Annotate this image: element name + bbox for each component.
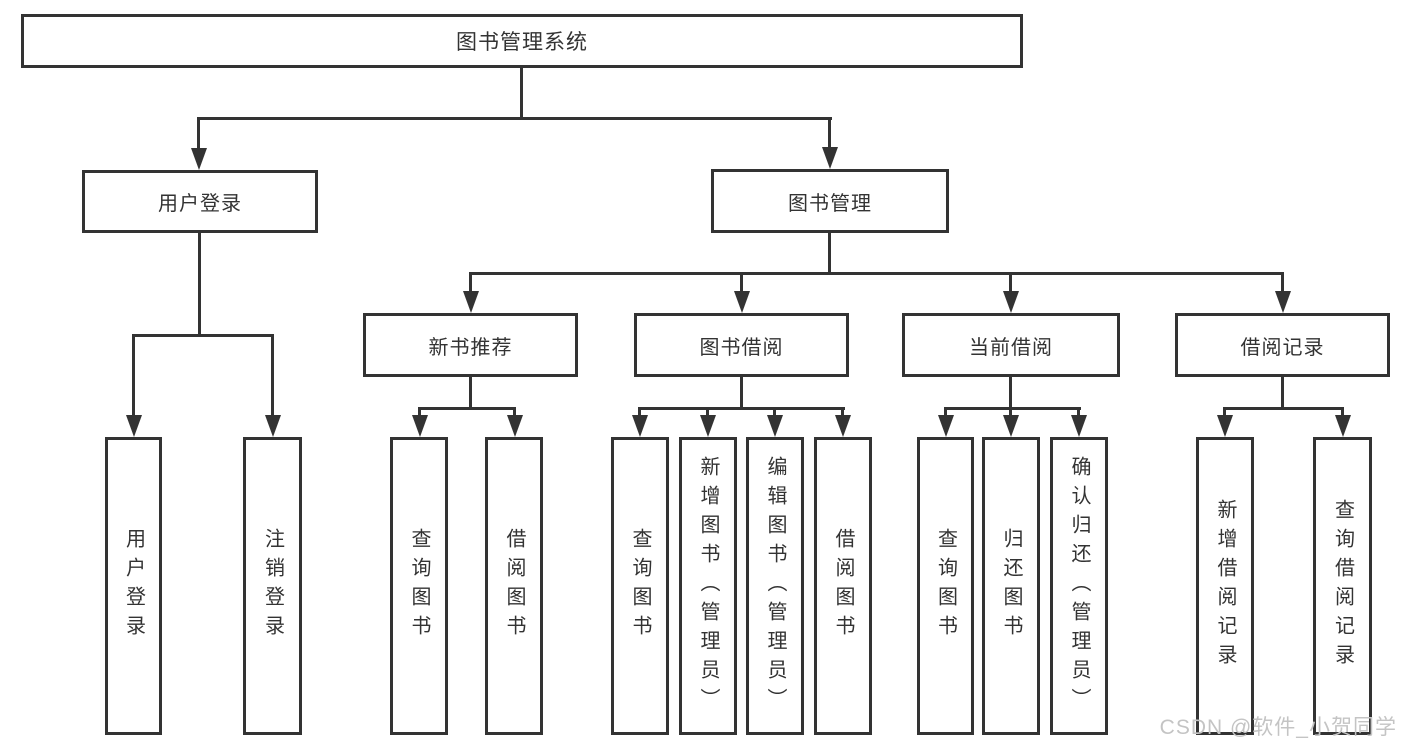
arrow-down-icon [937, 407, 954, 437]
node-label: 查询图书 [408, 528, 430, 644]
leaf-cb-confirm-return: 确认归还（管理员） [1050, 437, 1108, 735]
leaf-br-query-record: 查询借阅记录 [1313, 437, 1372, 735]
arrow-down-icon [506, 407, 523, 437]
arrow-down-icon [125, 334, 142, 437]
node-library-management-system: 图书管理系统 [21, 14, 1023, 68]
node-current-borrow: 当前借阅 [902, 313, 1120, 377]
leaf-bb-edit-book: 编辑图书（管理员） [746, 437, 804, 735]
node-borrow-records: 借阅记录 [1175, 313, 1390, 377]
node-book-management: 图书管理 [711, 169, 949, 233]
node-label: 用户登录 [158, 193, 242, 215]
node-label: 新增图书（管理员） [697, 455, 719, 717]
arrow-down-icon [1002, 272, 1019, 313]
arrow-down-icon [1002, 407, 1019, 437]
arrow-down-icon [1274, 272, 1291, 313]
node-label: 新书推荐 [428, 336, 513, 359]
connector-horizontal [1223, 407, 1344, 410]
connector-vertical [1009, 377, 1012, 410]
connector-vertical [828, 233, 831, 275]
arrow-down-icon [821, 117, 838, 169]
node-label: 新增借阅记录 [1214, 499, 1236, 673]
node-new-book-recommend: 新书推荐 [363, 313, 578, 377]
leaf-cb-query-book: 查询图书 [917, 437, 974, 735]
connector-horizontal [418, 407, 516, 410]
arrow-down-icon [264, 334, 281, 437]
node-label: 图书管理 [788, 192, 872, 215]
node-label: 确认归还（管理员） [1068, 455, 1090, 717]
leaf-logout: 注销登录 [243, 437, 302, 735]
arrow-down-icon [1334, 407, 1351, 437]
connector-vertical [1281, 377, 1284, 410]
leaf-bb-add-book: 新增图书（管理员） [679, 437, 737, 735]
connector-vertical [520, 66, 523, 120]
leaf-br-add-record: 新增借阅记录 [1196, 437, 1254, 735]
leaf-cb-return-book: 归还图书 [982, 437, 1040, 735]
node-label: 查询图书 [934, 528, 957, 644]
arrow-down-icon [733, 272, 750, 313]
arrow-down-icon [699, 407, 716, 437]
arrow-down-icon [766, 407, 783, 437]
connector-vertical [469, 377, 472, 410]
csdn-watermark: CSDN @软件_小贺同学 [1159, 716, 1397, 739]
leaf-user-login: 用户登录 [105, 437, 162, 735]
node-label: 归还图书 [1000, 528, 1022, 644]
node-label: 图书管理系统 [456, 31, 588, 54]
connector-horizontal [638, 407, 845, 410]
node-label: 图书借阅 [699, 336, 784, 359]
connector-vertical [198, 233, 201, 337]
leaf-bb-borrow-book: 借阅图书 [814, 437, 872, 735]
arrow-down-icon [1216, 407, 1233, 437]
leaf-nb-query-book: 查询图书 [390, 437, 448, 735]
arrow-down-icon [1070, 407, 1087, 437]
arrow-down-icon [834, 407, 851, 437]
leaf-nb-borrow-book: 借阅图书 [485, 437, 543, 735]
connector-vertical [740, 377, 743, 410]
node-user-login: 用户登录 [82, 170, 318, 233]
connector-horizontal [944, 407, 1081, 410]
arrow-down-icon [190, 117, 207, 170]
arrow-down-icon [462, 272, 479, 313]
connector-horizontal [198, 117, 832, 120]
node-label: 当前借阅 [969, 336, 1053, 359]
node-label: 查询图书 [629, 528, 651, 644]
connector-horizontal [469, 272, 1284, 275]
node-book-borrow: 图书借阅 [634, 313, 849, 377]
connector-horizontal [132, 334, 274, 337]
node-label: 编辑图书（管理员） [764, 455, 786, 717]
node-label: 借阅图书 [503, 528, 525, 644]
leaf-bb-query-book: 查询图书 [611, 437, 669, 735]
node-label: 注销登录 [261, 528, 284, 644]
node-label: 借阅图书 [832, 528, 854, 644]
arrow-down-icon [631, 407, 648, 437]
node-label: 借阅记录 [1240, 336, 1325, 359]
node-label: 用户登录 [122, 528, 145, 644]
node-label: 查询借阅记录 [1331, 499, 1354, 673]
arrow-down-icon [411, 407, 428, 437]
